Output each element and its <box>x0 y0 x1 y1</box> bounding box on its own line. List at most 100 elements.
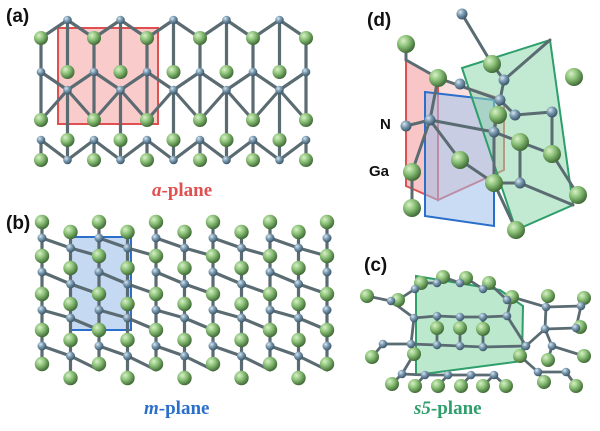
a-plane-caption-italic: a <box>152 180 162 201</box>
n-atom <box>541 302 551 312</box>
n-atom <box>409 313 419 323</box>
n-atom <box>169 15 178 25</box>
n-atom <box>116 15 125 25</box>
m-plane-caption: m-plane <box>144 398 209 420</box>
ga-atom <box>262 356 278 372</box>
ga-atom <box>299 31 313 45</box>
ga-atom <box>360 289 374 303</box>
n-atom <box>494 94 506 106</box>
ga-atom <box>34 113 48 127</box>
n-atom <box>294 351 303 361</box>
ga-atom <box>385 377 399 391</box>
ga-atom <box>262 286 278 302</box>
bond <box>211 236 244 250</box>
n-atom <box>37 267 47 277</box>
ga-atom <box>391 293 405 307</box>
ga-atom <box>272 133 287 147</box>
n-atom <box>195 135 205 145</box>
m-plane-caption-italic: m <box>144 398 159 419</box>
bond <box>118 70 149 92</box>
n-atom <box>222 155 231 165</box>
bond <box>211 270 244 286</box>
nitrogen-atom-label: N <box>380 116 391 133</box>
bond <box>198 138 229 162</box>
n-atom <box>169 155 178 165</box>
ga-atom <box>205 214 221 230</box>
ga-atom <box>34 248 50 264</box>
gallium-atom-label: Ga <box>369 163 390 180</box>
ga-atom <box>120 370 135 386</box>
n-atom <box>116 155 125 165</box>
ga-atom <box>219 65 234 79</box>
ga-atom <box>177 224 192 240</box>
ga-atom <box>91 286 107 302</box>
n-atom <box>420 370 430 380</box>
n-atom <box>514 177 526 189</box>
bond <box>436 76 502 102</box>
ga-atom <box>148 322 164 338</box>
ga-atom <box>569 186 587 204</box>
n-atom <box>36 135 46 145</box>
ga-atom <box>430 321 444 335</box>
bond <box>97 270 130 286</box>
n-atom <box>248 135 258 145</box>
n-atom <box>89 67 99 77</box>
ga-atom <box>91 322 107 338</box>
n-atom <box>424 114 436 126</box>
n-atom <box>322 341 332 351</box>
ga-atom <box>454 379 468 393</box>
n-atom <box>397 369 407 379</box>
ga-atom <box>63 370 78 386</box>
n-atom <box>478 284 488 294</box>
n-atom <box>265 341 275 351</box>
ga-atom <box>577 291 591 305</box>
bond <box>154 344 187 358</box>
n-atom <box>454 78 466 90</box>
bond <box>97 308 130 320</box>
ga-atom <box>177 260 192 276</box>
n-atom <box>123 351 132 361</box>
bond <box>268 236 301 250</box>
n-atom <box>466 370 476 380</box>
n-atom <box>151 267 161 277</box>
ga-atom <box>403 199 421 217</box>
bond <box>97 236 130 250</box>
n-atom <box>89 135 99 145</box>
bond <box>145 70 176 92</box>
bond <box>65 138 96 162</box>
bond <box>518 181 575 207</box>
n-atom <box>406 339 416 349</box>
ga-atom <box>537 375 551 389</box>
ga-atom <box>476 379 490 393</box>
n-atom <box>180 313 189 323</box>
n-atom <box>275 85 284 95</box>
ga-atom <box>291 332 306 348</box>
ga-atom <box>113 65 128 79</box>
panel-d-label: (d) <box>367 10 392 31</box>
ga-atom <box>120 260 135 276</box>
ga-atom <box>91 214 107 230</box>
n-atom <box>94 267 104 277</box>
ga-atom <box>451 151 469 169</box>
ga-atom <box>87 113 101 127</box>
bond <box>154 236 187 250</box>
n-atom <box>571 323 581 333</box>
n-atom <box>521 341 531 351</box>
n-atom <box>561 367 571 377</box>
ga-atom <box>246 113 260 127</box>
n-atom <box>386 296 396 306</box>
ga-atom <box>177 296 192 312</box>
ga-atom <box>483 55 501 73</box>
n-atom <box>222 85 231 95</box>
ga-atom <box>120 332 135 348</box>
n-atom <box>123 279 132 289</box>
n-atom <box>301 135 311 145</box>
bond <box>40 270 73 286</box>
ga-atom <box>60 65 75 79</box>
n-atom <box>123 313 132 323</box>
n-atom <box>443 370 453 380</box>
ga-atom <box>543 145 561 163</box>
ga-atom <box>246 153 260 167</box>
bond <box>513 110 554 117</box>
a-plane-fill <box>57 27 159 125</box>
